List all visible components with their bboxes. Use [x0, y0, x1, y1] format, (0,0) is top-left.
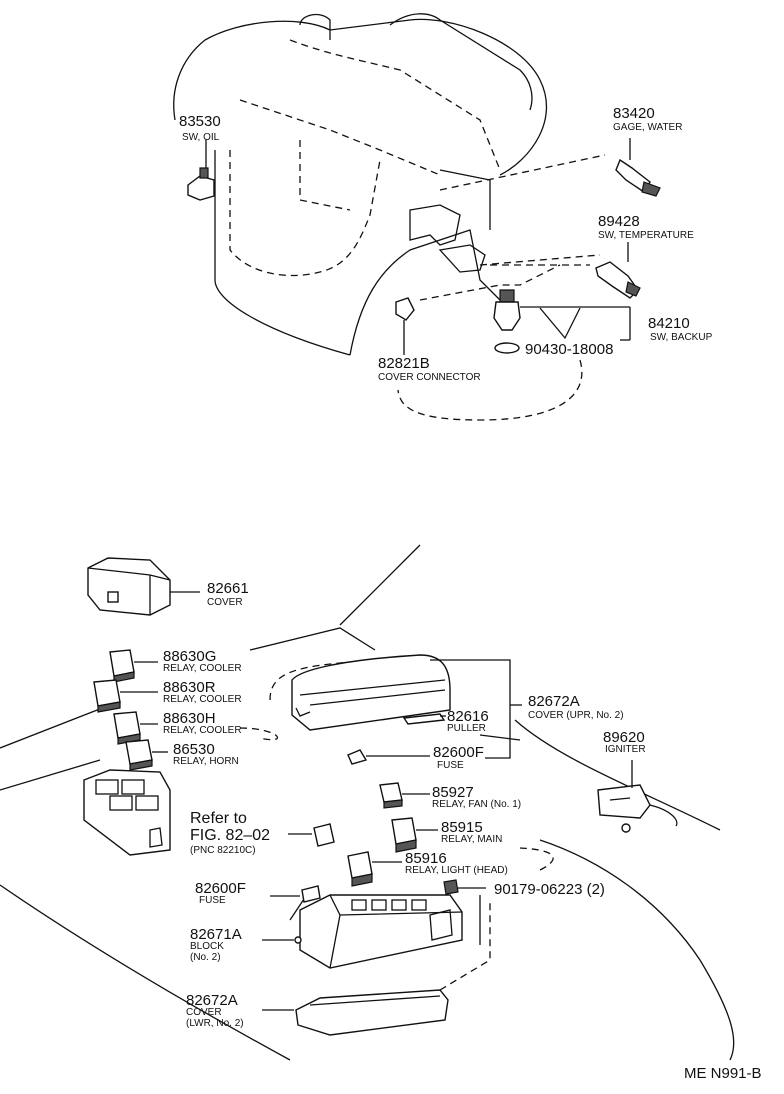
part-number: 90179-06223 (2) [494, 881, 605, 898]
callout-90179: 90179-06223 (2) [494, 881, 605, 898]
part-description: GAGE, WATER [613, 122, 682, 133]
block-82671a-part [262, 894, 481, 969]
callout-83420: 83420 GAGE, WATER [613, 105, 682, 133]
part-description: RELAY, COOLER [163, 663, 242, 674]
callout-86530: 86530 RELAY, HORN [173, 741, 239, 767]
part-description: (LWR, No. 2) [186, 1018, 244, 1029]
part-number: 82671A [190, 926, 242, 943]
callout-89620: 89620 IGNITER [603, 729, 646, 755]
temperature-switch-part [490, 242, 641, 299]
part-description: COVER (UPR, No. 2) [528, 710, 624, 721]
part-number: 85915 [441, 819, 483, 836]
callout-82600f-lower: 82600F FUSE [195, 880, 246, 906]
callout-85916: 85916 RELAY, LIGHT (HEAD) [405, 850, 508, 876]
relay-85915-part [391, 817, 438, 853]
part-number: 82661 [207, 580, 249, 597]
callout-82671a: 82671A BLOCK (No. 2) [190, 926, 242, 963]
part-number: 85927 [432, 784, 474, 801]
refer-line-1: Refer to [190, 810, 247, 827]
callout-85915: 85915 RELAY, MAIN [441, 819, 502, 845]
part-number: 88630H [163, 710, 216, 727]
callout-82672a-upper: 82672A COVER (UPR, No. 2) [528, 693, 624, 721]
part-description: SW, TEMPERATURE [598, 230, 694, 241]
part-number: 82600F [195, 880, 246, 897]
part-description: RELAY, COOLER [163, 694, 242, 705]
cover-lower-part [262, 900, 491, 1036]
callout-82661: 82661 COVER [207, 580, 249, 608]
callout-82616: 82616 PULLER [447, 708, 489, 734]
callout-88630h: 88630H RELAY, COOLER [163, 710, 242, 736]
relay-85927-part [379, 782, 430, 809]
backup-switch-part [397, 254, 631, 421]
engine-outline [173, 13, 548, 356]
part-description: RELAY, COOLER [163, 725, 242, 736]
relay-socket-block-part [83, 769, 171, 856]
part-description: COVER [186, 1007, 222, 1018]
callout-90430: 90430-18008 [525, 341, 613, 358]
callout-88630g: 88630G RELAY, COOLER [163, 648, 242, 674]
part-description: FUSE [199, 895, 226, 906]
relay-88630r-part [93, 679, 158, 713]
part-description: SW, BACKUP [650, 332, 713, 343]
part-number: 82616 [447, 708, 489, 725]
part-number: 83530 [179, 113, 221, 130]
part-number: 85916 [405, 850, 447, 867]
part-number: 86530 [173, 741, 215, 758]
part-description: (No. 2) [190, 952, 221, 963]
part-number: 90430-18008 [525, 341, 613, 358]
relay-86530-part [125, 739, 168, 771]
refer-line-2: FIG. 82–02 [190, 827, 270, 844]
relay-88630h-part [113, 711, 279, 745]
refer-connector-part [288, 823, 335, 847]
part-number: 89428 [598, 213, 640, 230]
callout-85927: 85927 RELAY, FAN (No. 1) [432, 784, 521, 810]
part-description: RELAY, MAIN [441, 834, 502, 845]
part-number: 82672A [186, 992, 238, 1009]
part-number: 82600F [433, 744, 484, 761]
callout-82600f-upper: 82600F FUSE [433, 744, 484, 771]
relay-88630g-part [109, 649, 158, 683]
callout-84210: 84210 SW, BACKUP [648, 315, 713, 343]
bolt-90179-part [443, 847, 554, 895]
part-description: COVER CONNECTOR [378, 372, 481, 383]
fuse-upper-part [347, 749, 430, 765]
igniter-part [597, 760, 678, 833]
part-number: 82821B [378, 355, 430, 372]
part-number: 88630R [163, 679, 216, 696]
cover-connector-part [395, 297, 415, 355]
water-gage-part [439, 138, 661, 197]
part-description: FUSE [437, 760, 464, 771]
part-description: SW, OIL [182, 132, 220, 143]
figure-code: ME N991-B [684, 1065, 762, 1082]
oil-switch-part [187, 140, 215, 201]
part-description: RELAY, HORN [173, 756, 239, 767]
body-outline [0, 544, 735, 1061]
part-description: COVER [207, 597, 243, 608]
part-description: RELAY, LIGHT (HEAD) [405, 865, 508, 876]
puller-part [402, 713, 446, 725]
callout-82672a-lower: 82672A COVER (LWR, No. 2) [186, 992, 244, 1029]
callout-89428: 89428 SW, TEMPERATURE [598, 213, 694, 241]
refer-line-3: (PNC 82210C) [190, 845, 256, 856]
refer-note: Refer to FIG. 82–02 (PNC 82210C) [190, 810, 270, 856]
relay-85916-part [347, 851, 402, 887]
part-number: 82672A [528, 693, 580, 710]
part-description: BLOCK [190, 941, 224, 952]
part-number: 83420 [613, 105, 655, 122]
callout-83530: 83530 SW, OIL [179, 113, 221, 143]
cover-82661-part [87, 557, 200, 616]
part-description: RELAY, FAN (No. 1) [432, 799, 521, 810]
part-description: IGNITER [605, 744, 646, 755]
callout-82821b: 82821B COVER CONNECTOR [378, 355, 481, 383]
cover-upper-part [269, 654, 522, 759]
part-description: PULLER [447, 723, 486, 734]
fuse-lower-part [270, 885, 321, 903]
callout-88630r: 88630R RELAY, COOLER [163, 679, 242, 705]
part-number: 88630G [163, 648, 216, 665]
part-number: 89620 [603, 729, 645, 746]
part-number: 84210 [648, 315, 690, 332]
